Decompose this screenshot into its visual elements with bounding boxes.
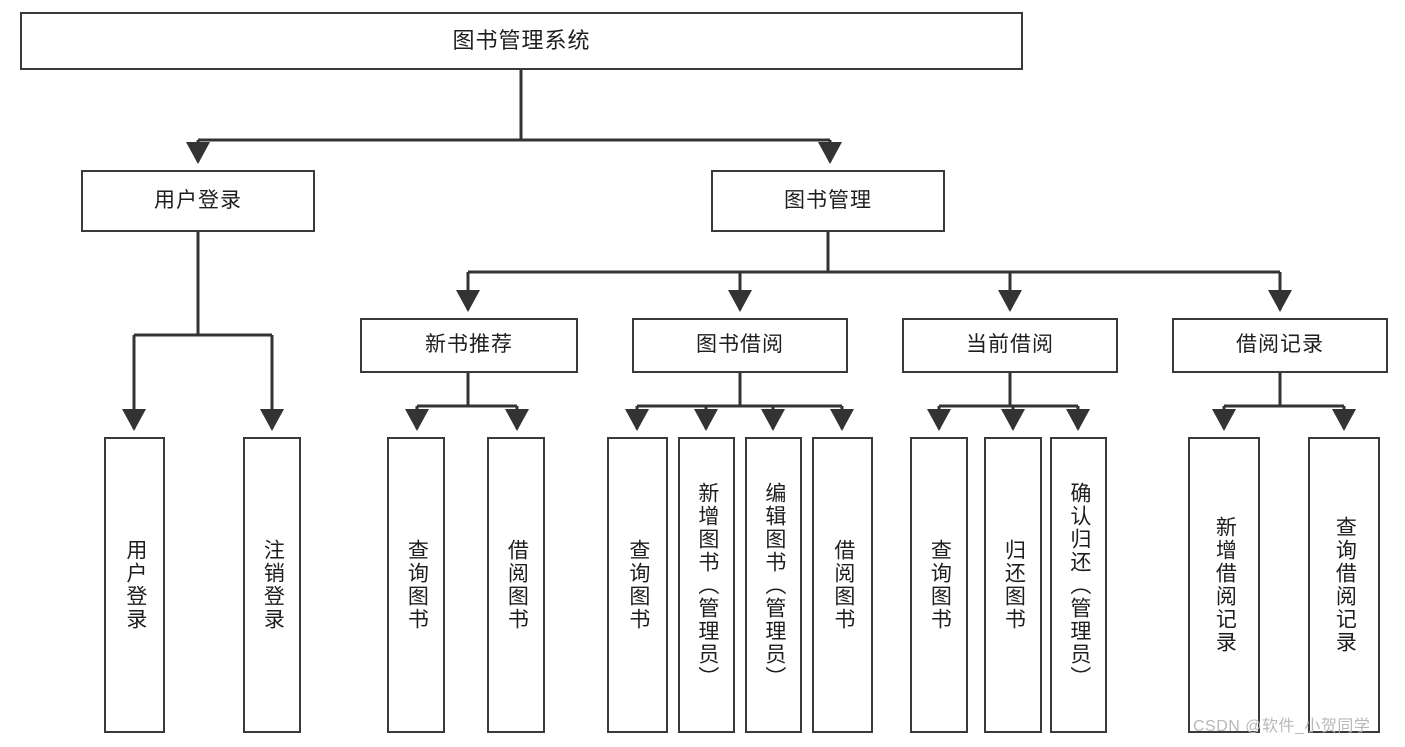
node-leaf-borrow-book-newbook[interactable]: 借阅图书 <box>487 437 545 733</box>
node-label: 编辑图书（管理员） <box>762 481 786 689</box>
node-current-borrow[interactable]: 当前借阅 <box>902 318 1118 373</box>
node-root-book-management-system[interactable]: 图书管理系统 <box>20 12 1023 70</box>
node-leaf-user-login[interactable]: 用户登录 <box>104 437 165 733</box>
node-label: 图书借阅 <box>696 333 784 357</box>
node-label: 借阅记录 <box>1236 333 1324 357</box>
node-label: 查询图书 <box>928 539 952 631</box>
node-leaf-query-book-borrow[interactable]: 查询图书 <box>607 437 668 733</box>
node-label: 查询借阅记录 <box>1333 516 1357 654</box>
node-leaf-query-book-newbook[interactable]: 查询图书 <box>387 437 445 733</box>
node-label: 用户登录 <box>154 188 242 212</box>
node-label: 确认归还（管理员） <box>1067 481 1091 689</box>
node-borrow-record[interactable]: 借阅记录 <box>1172 318 1388 373</box>
node-label: 借阅图书 <box>831 539 855 631</box>
node-label: 查询图书 <box>405 539 429 631</box>
node-new-book-recommend[interactable]: 新书推荐 <box>360 318 578 373</box>
node-leaf-return-book[interactable]: 归还图书 <box>984 437 1042 733</box>
node-label: 借阅图书 <box>505 539 529 631</box>
node-label: 图书管理 <box>784 188 872 212</box>
node-label: 用户登录 <box>123 539 147 631</box>
node-leaf-borrow-book[interactable]: 借阅图书 <box>812 437 873 733</box>
node-leaf-add-borrow-record[interactable]: 新增借阅记录 <box>1188 437 1260 733</box>
node-leaf-query-borrow-record[interactable]: 查询借阅记录 <box>1308 437 1380 733</box>
node-leaf-confirm-return-admin[interactable]: 确认归还（管理员） <box>1050 437 1107 733</box>
node-leaf-logout[interactable]: 注销登录 <box>243 437 301 733</box>
node-book-management[interactable]: 图书管理 <box>711 170 945 232</box>
node-leaf-add-book-admin[interactable]: 新增图书（管理员） <box>678 437 735 733</box>
node-label: 图书管理系统 <box>452 28 591 54</box>
node-label: 新书推荐 <box>425 333 513 357</box>
node-leaf-query-book-current[interactable]: 查询图书 <box>910 437 968 733</box>
node-label: 新增借阅记录 <box>1213 516 1237 654</box>
node-label: 当前借阅 <box>966 333 1054 357</box>
node-book-borrow[interactable]: 图书借阅 <box>632 318 848 373</box>
node-label: 查询图书 <box>626 539 650 631</box>
node-user-login[interactable]: 用户登录 <box>81 170 315 232</box>
node-label: 注销登录 <box>261 539 285 631</box>
node-label: 新增图书（管理员） <box>695 481 719 689</box>
node-label: 归还图书 <box>1002 539 1026 631</box>
csdn-watermark: CSDN @软件_小贺同学 <box>1193 718 1371 735</box>
node-leaf-edit-book-admin[interactable]: 编辑图书（管理员） <box>745 437 802 733</box>
